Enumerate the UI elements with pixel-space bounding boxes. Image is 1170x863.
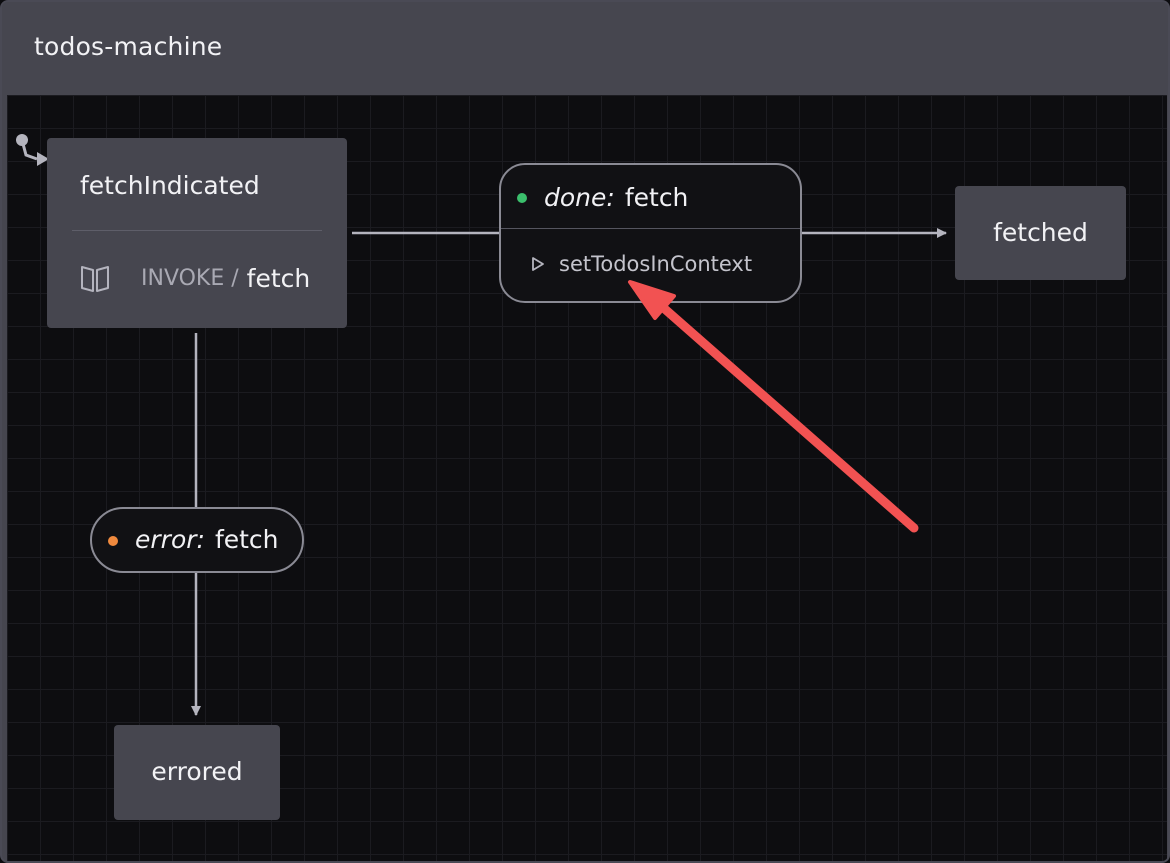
- machine-titlebar: todos-machine: [2, 2, 1168, 95]
- state-fetchIndicated[interactable]: fetchIndicated INVOKE / fetch: [47, 138, 347, 328]
- invoke-src: fetch: [246, 263, 311, 293]
- transition-action-row: setTodosInContext: [531, 252, 752, 276]
- transition-event: done: fetch: [544, 183, 688, 212]
- play-triangle-icon: [532, 257, 544, 271]
- action-label: setTodosInContext: [559, 252, 753, 276]
- book-icon: [81, 266, 109, 292]
- transition-event: error: fetch: [135, 525, 279, 554]
- transition-divider: [501, 228, 800, 229]
- state-label: errored: [151, 757, 243, 786]
- error-status-dot: [108, 536, 118, 546]
- state-fetched[interactable]: fetched: [955, 186, 1126, 280]
- machine-title: todos-machine: [34, 32, 223, 61]
- diagram-canvas[interactable]: fetchIndicated INVOKE / fetch done: fetc…: [7, 95, 1167, 861]
- state-divider: [72, 230, 322, 231]
- event-type-label: error:: [135, 525, 205, 554]
- state-label: fetchIndicated: [80, 171, 260, 200]
- transition-done-fetch[interactable]: done: fetch setTodosInContext: [499, 163, 802, 303]
- event-type-label: done:: [544, 183, 615, 212]
- transition-error-fetch[interactable]: error: fetch: [90, 507, 304, 573]
- invoke-row: INVOKE / fetch: [79, 262, 310, 294]
- event-name-label: fetch: [624, 183, 689, 212]
- edges-layer: [16, 134, 947, 716]
- done-status-dot: [517, 193, 527, 203]
- state-label: fetched: [993, 218, 1088, 247]
- initial-state-arrow-icon: [16, 134, 49, 166]
- state-errored[interactable]: errored: [114, 725, 280, 820]
- event-name-label: fetch: [214, 525, 279, 554]
- invoke-keyword: INVOKE /: [141, 265, 239, 291]
